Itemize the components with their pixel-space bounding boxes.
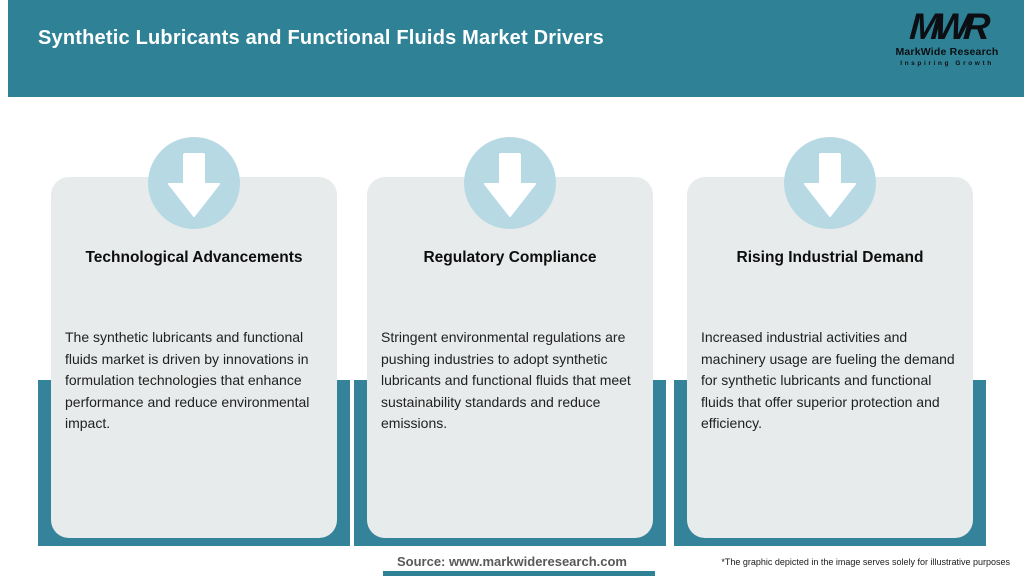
card-body: Rising Industrial Demand Increased indus… <box>687 177 973 538</box>
header-banner: Synthetic Lubricants and Functional Flui… <box>8 0 1024 97</box>
card-body: Technological Advancements The synthetic… <box>51 177 337 538</box>
arrow-down-icon <box>784 137 876 229</box>
card-description: Increased industrial activities and mach… <box>701 329 955 431</box>
logo-acronym: MWR <box>908 6 986 47</box>
arrow-down-icon <box>148 137 240 229</box>
card-title: Regulatory Compliance <box>423 249 597 266</box>
arrow-down-icon <box>464 137 556 229</box>
card-description: The synthetic lubricants and functional … <box>65 329 310 431</box>
markwide-research-logo: MWR MarkWide Research Inspiring Growth <box>882 6 1012 67</box>
driver-card-rising-industrial-demand: Rising Industrial Demand Increased indus… <box>674 137 986 546</box>
card-description: Stringent environmental regulations are … <box>381 329 631 431</box>
logo-tagline: Inspiring Growth <box>900 59 994 67</box>
source-text: Source: www.markwideresearch.com <box>396 554 627 569</box>
disclaimer-text: *The graphic depicted in the image serve… <box>721 557 1010 567</box>
card-body: Regulatory Compliance Stringent environm… <box>367 177 653 538</box>
driver-card-technological-advancements: Technological Advancements The synthetic… <box>38 137 350 546</box>
card-title: Technological Advancements <box>85 249 303 266</box>
driver-card-regulatory-compliance: Regulatory Compliance Stringent environm… <box>354 137 666 546</box>
page-title: Synthetic Lubricants and Functional Flui… <box>38 27 604 49</box>
card-title: Rising Industrial Demand <box>736 249 924 266</box>
logo-name: MarkWide Research <box>895 46 999 58</box>
bottom-accent-bar <box>383 571 655 576</box>
